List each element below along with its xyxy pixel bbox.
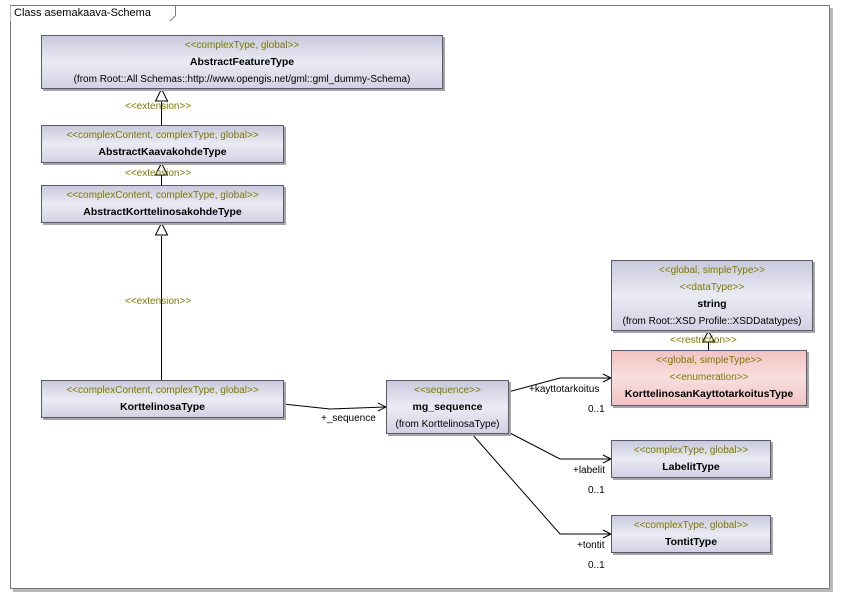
kayttotarkoitus-association-line bbox=[507, 377, 611, 393]
frame-title: Class asemakaava-Schema bbox=[14, 7, 151, 19]
class-name: AbstractKorttelinosakohdeType bbox=[83, 206, 242, 218]
class-korttelinosa-type[interactable]: <<complexContent, complexType, global>> … bbox=[41, 380, 284, 418]
generalization-arrowhead bbox=[154, 161, 169, 176]
stereotype-label: <<complexType, global>> bbox=[184, 40, 300, 51]
class-name: string bbox=[697, 298, 727, 310]
class-abstract-kaavakohde-type[interactable]: <<complexContent, complexType, global>> … bbox=[41, 125, 284, 163]
tontit-role-label: +tontit bbox=[577, 540, 605, 551]
tontit-multiplicity: 0..1 bbox=[588, 560, 605, 571]
package-path: (from KorttelinosaType) bbox=[395, 419, 500, 430]
extension-label: <<extension>> bbox=[125, 296, 192, 307]
stereotype-label: <<complexContent, complexType, global>> bbox=[66, 130, 259, 141]
restriction-arrowhead bbox=[701, 329, 716, 343]
extension-label: <<extension>> bbox=[125, 101, 192, 112]
stereotype-label: <<sequence>> bbox=[414, 385, 481, 396]
class-name: KorttelinosaType bbox=[120, 401, 205, 413]
class-string[interactable]: <<global, simpleType>> <<dataType>> stri… bbox=[611, 260, 813, 331]
class-mg-sequence[interactable]: <<sequence>> mg_sequence (from Korttelin… bbox=[386, 380, 509, 434]
sequence-association-line bbox=[282, 403, 387, 410]
class-name: AbstractFeatureType bbox=[189, 56, 295, 68]
class-name: KorttelinosanKayttotarkoitusType bbox=[624, 388, 794, 400]
class-name: TontitType bbox=[664, 536, 718, 548]
class-korttelinosan-kayttotarkoitus-type[interactable]: <<global, simpleType>> <<enumeration>> K… bbox=[611, 350, 807, 406]
kayttotarkoitus-role-label: +kayttotarkoitus bbox=[529, 384, 600, 395]
package-path: (from Root::XSD Profile::XSDDatatypes) bbox=[622, 316, 802, 327]
labelit-multiplicity: 0..1 bbox=[588, 485, 605, 496]
generalization-arrowhead bbox=[154, 87, 169, 102]
class-tontit-type[interactable]: <<complexType, global>> TontitType bbox=[611, 515, 771, 553]
generalization-arrowhead bbox=[154, 221, 169, 236]
stereotype-label: <<global, simpleType>> bbox=[658, 265, 766, 276]
sequence-role-label: +_sequence bbox=[321, 413, 376, 424]
stereotype-label: <<enumeration>> bbox=[669, 372, 749, 383]
class-abstract-feature-type[interactable]: <<complexType, global>> AbstractFeatureT… bbox=[41, 35, 443, 89]
class-name: AbstractKaavakohdeType bbox=[98, 146, 227, 158]
package-path: (from Root::All Schemas::http://www.open… bbox=[73, 74, 411, 85]
class-abstract-korttelinosakohde-type[interactable]: <<complexContent, complexType, global>> … bbox=[41, 185, 284, 223]
stereotype-label: <<complexContent, complexType, global>> bbox=[66, 190, 259, 201]
extension-label: <<extension>> bbox=[125, 168, 192, 179]
labelit-role-label: +labelit bbox=[573, 465, 605, 476]
stereotype-label: <<dataType>> bbox=[679, 282, 745, 293]
stereotype-label: <<global, simpleType>> bbox=[655, 355, 763, 366]
tontit-association-line bbox=[471, 433, 611, 535]
labelit-association-line bbox=[507, 431, 611, 460]
restriction-label: <<restriction>> bbox=[670, 335, 737, 346]
class-labelit-type[interactable]: <<complexType, global>> LabelitType bbox=[611, 440, 771, 478]
class-name: mg_sequence bbox=[412, 401, 483, 413]
stereotype-label: <<complexContent, complexType, global>> bbox=[66, 385, 259, 396]
frame-title-tab bbox=[10, 5, 176, 21]
stereotype-label: <<complexType, global>> bbox=[633, 445, 749, 456]
stereotype-label: <<complexType, global>> bbox=[633, 520, 749, 531]
kayttotarkoitus-multiplicity: 0..1 bbox=[588, 404, 605, 415]
class-name: LabelitType bbox=[662, 461, 720, 473]
